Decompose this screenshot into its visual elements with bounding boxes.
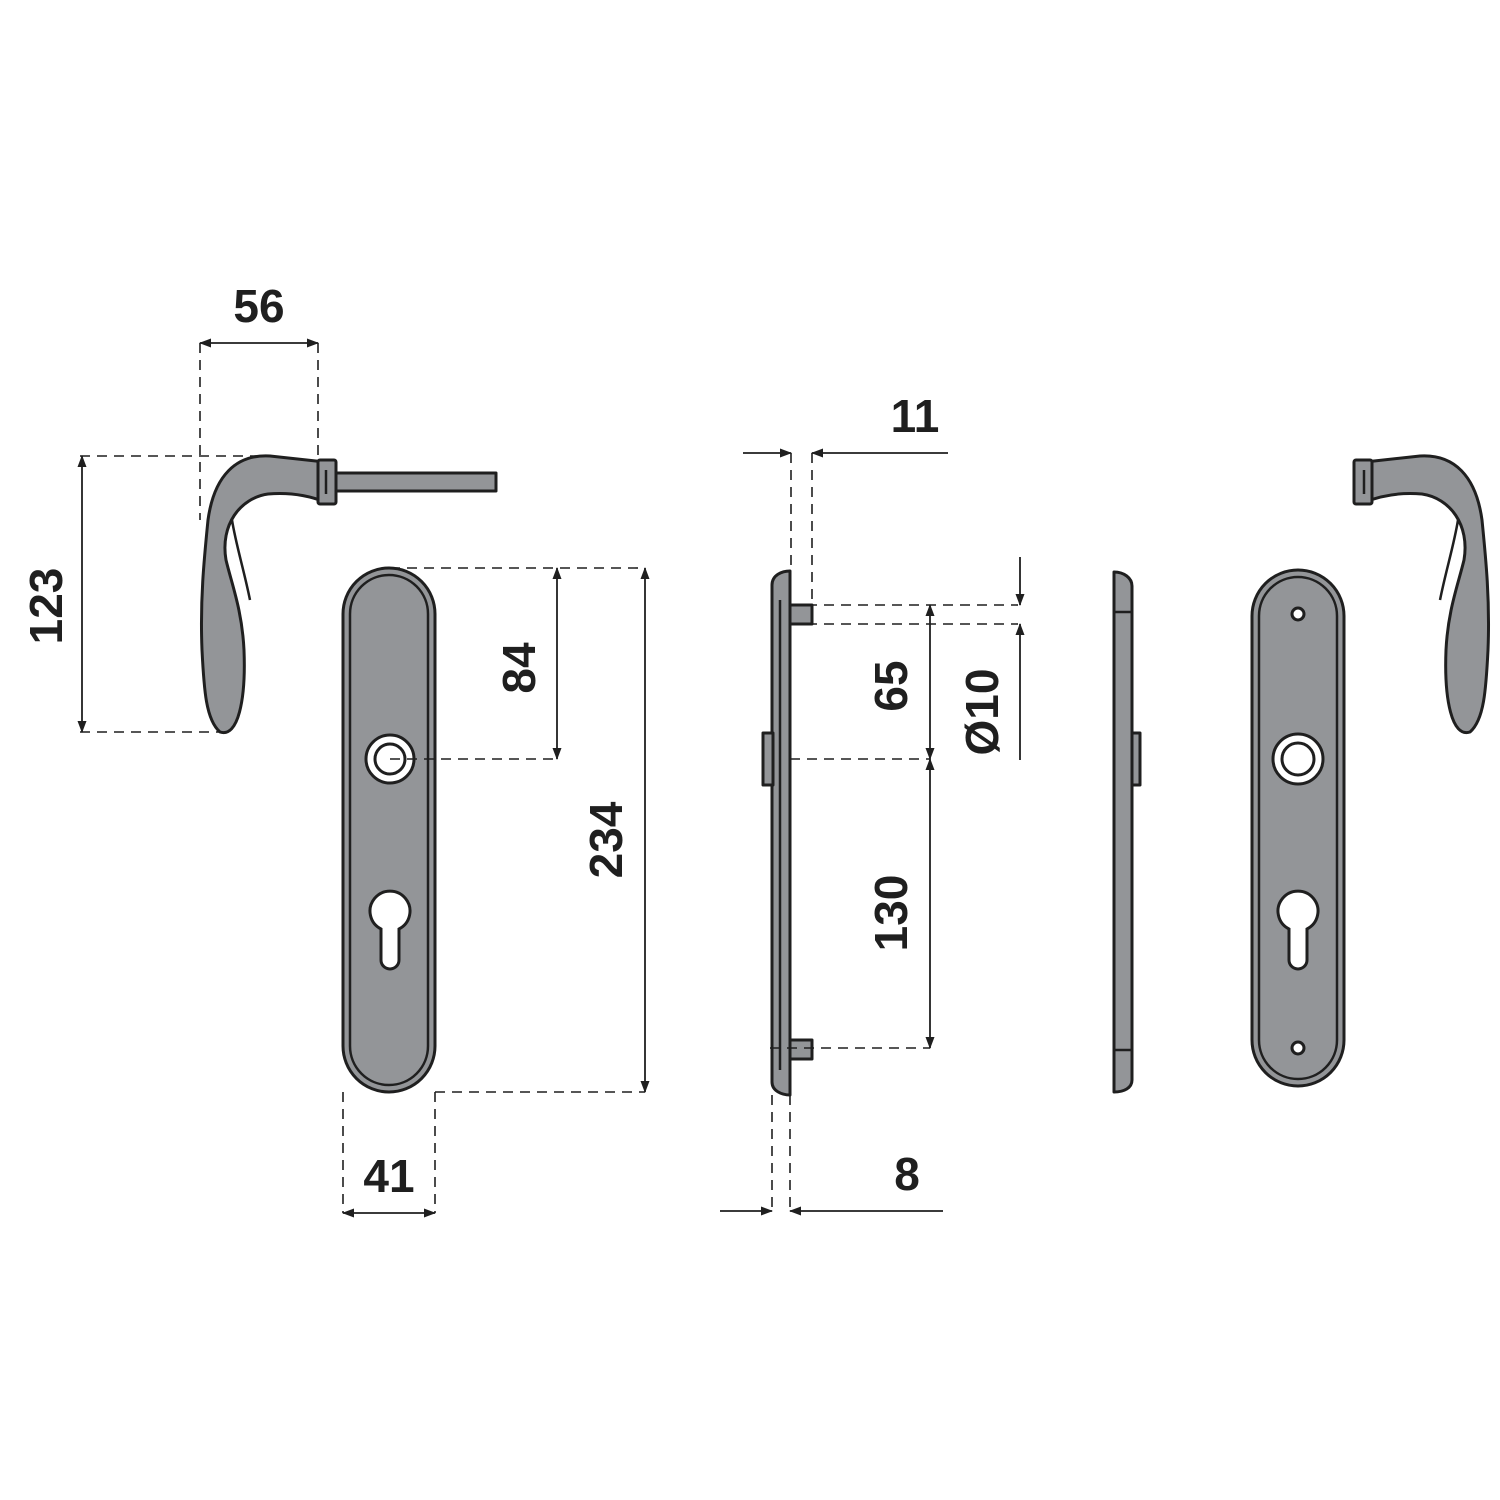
dimension-plate-thickness: 8 (720, 1095, 943, 1216)
right-handle-side-view (1352, 454, 1491, 735)
screw-hole-top (1290, 606, 1306, 622)
dim-label-234: 234 (580, 801, 632, 878)
dim-label-56: 56 (233, 280, 284, 332)
plate-side-profile (761, 569, 814, 1097)
dim-label-11: 11 (891, 390, 940, 442)
back-plate (1250, 568, 1346, 1088)
dim-label-130: 130 (865, 875, 917, 952)
dim-label-8: 8 (894, 1148, 920, 1200)
dim-label-41: 41 (363, 1150, 414, 1202)
dim-label-123: 123 (20, 568, 72, 645)
dim-label-65: 65 (865, 660, 917, 711)
dimension-bolt-offset: 11 (743, 390, 948, 605)
keyhole-icon (368, 889, 412, 971)
left-handle-side-view (199, 454, 498, 735)
dim-label-84: 84 (493, 642, 545, 694)
dimension-plate-width: 41 (342, 1092, 436, 1218)
dim-label-diameter-10: Ø10 (956, 669, 1008, 756)
keyhole-icon (1276, 889, 1320, 971)
dimension-screw-spacing: 65 130 Ø10 (770, 557, 1025, 1049)
dimension-handle-projection: 56 (199, 280, 319, 520)
front-plate (341, 566, 437, 1094)
screw-hole-bottom (1290, 1040, 1306, 1056)
dimension-handle-height: 123 (20, 455, 265, 733)
plate-narrow-profile (1112, 570, 1142, 1094)
dimension-plate-length: 84 234 (390, 567, 650, 1093)
